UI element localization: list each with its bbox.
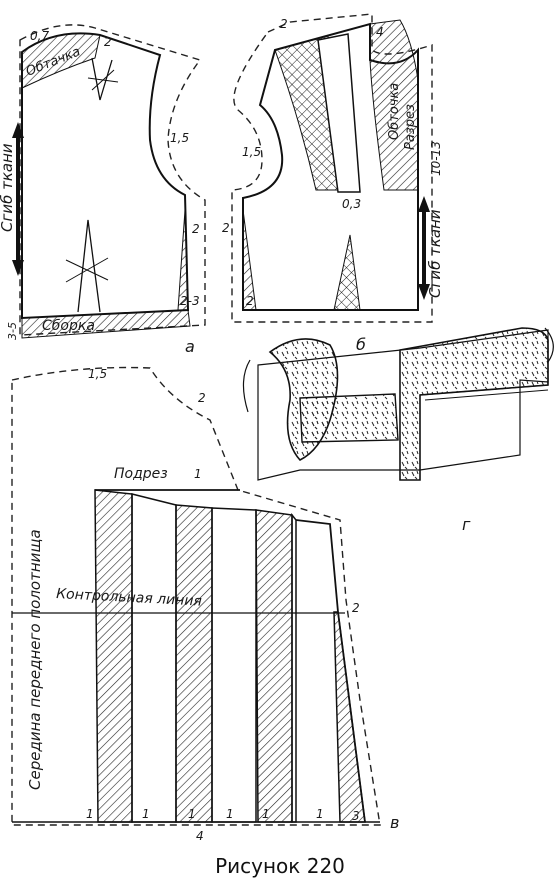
panel-b-cut-label: Разрез	[403, 104, 418, 150]
panel-a-waist-dart	[77, 219, 101, 313]
panel-v-measure-1: 1	[188, 807, 196, 821]
figure-caption: Рисунок 220	[215, 854, 345, 878]
panel-b-lower-dart	[333, 234, 361, 311]
panel-a-measure-2-side: 2	[192, 222, 200, 236]
panel-v-measure-1: 1	[86, 807, 94, 821]
panel-b-measure-15: 1,5	[242, 145, 261, 159]
panel-b-measure-2-top: 2	[280, 17, 288, 31]
panel-a-measure-2-top: 2	[104, 35, 112, 49]
panel-v-plain-strip	[131, 493, 177, 823]
panel-a-letter: а	[185, 337, 195, 356]
panel-v-hatched-strip	[255, 509, 293, 823]
panel-g-letter: г	[462, 515, 471, 534]
panel-v-measure-1: 1	[316, 807, 324, 821]
panel-v-measure-4: 4	[196, 829, 204, 843]
panel-b-allowance-outline	[231, 13, 433, 323]
panel-a-gather-band	[21, 309, 191, 339]
panel-a-allowance-outline	[19, 24, 206, 336]
panel-v-side-seam	[295, 519, 366, 823]
panel-b-measure-2-side: 2	[222, 221, 230, 235]
panel-b-facing-label: Обточка	[387, 83, 402, 140]
panel-v-hatched-strip	[94, 489, 133, 823]
panel-v-measure-1: 1	[262, 807, 270, 821]
panel-a-fold-label: Сгиб ткани	[0, 143, 16, 232]
panel-b-fold-arrow	[418, 196, 430, 300]
panel-v-plain-strip	[291, 512, 297, 823]
panel-v-measure-1: 1	[142, 807, 150, 821]
panel-g-collar-strip	[399, 327, 549, 481]
panel-a-fold-arrow	[12, 122, 24, 276]
panel-v-letter: в	[390, 813, 399, 832]
panel-a-measure-2-3: 2-3	[180, 294, 200, 308]
panel-v-center-label: Середина переднего полотнища	[26, 529, 44, 790]
panel-v-undercut-label: Подрез	[114, 466, 168, 482]
panel-b-side-hatch	[242, 209, 257, 311]
panel-v-allowance-outline	[11, 366, 381, 826]
panel-a-facing-area	[21, 32, 101, 89]
panel-b-facing-hatch	[369, 19, 419, 191]
panel-a-side-hatch	[177, 209, 189, 311]
panel-v-hatched-strip	[175, 504, 213, 823]
panel-b-measure-4: 4	[376, 25, 384, 39]
panel-b-measure-10-13: 10-13	[429, 141, 443, 176]
panel-b-front-bodice	[231, 13, 433, 323]
panel-g-illustration	[242, 327, 554, 481]
panel-a-measure-15: 1,5	[170, 131, 189, 145]
panel-v-plain-strip	[211, 507, 257, 823]
panel-b-fold-label: Сгиб ткани	[426, 209, 444, 298]
panel-v-measure-1: 1	[226, 807, 234, 821]
panel-v-measure-1-top: 1	[194, 467, 202, 481]
panel-b-measure-2-bottom: 2	[246, 294, 254, 308]
panel-a-shoulder-dart	[91, 57, 113, 101]
panel-a-back-bodice	[12, 24, 206, 339]
panel-b-center-strip	[317, 33, 361, 193]
panel-v-measure-2-side: 2	[352, 601, 360, 615]
panel-g-facing-band	[299, 393, 399, 443]
panel-v-measure-2-top: 2	[198, 391, 206, 405]
panel-b-letter: б	[356, 335, 366, 354]
panel-b-measure-03: 0,3	[342, 197, 361, 211]
panel-a-gather-label: Сборка	[42, 318, 95, 334]
panel-v-measure-15: 1,5	[88, 367, 107, 381]
panel-a-measure-3-5: 3-5	[6, 322, 19, 340]
panel-a-measure-07: 0,7	[30, 29, 49, 43]
